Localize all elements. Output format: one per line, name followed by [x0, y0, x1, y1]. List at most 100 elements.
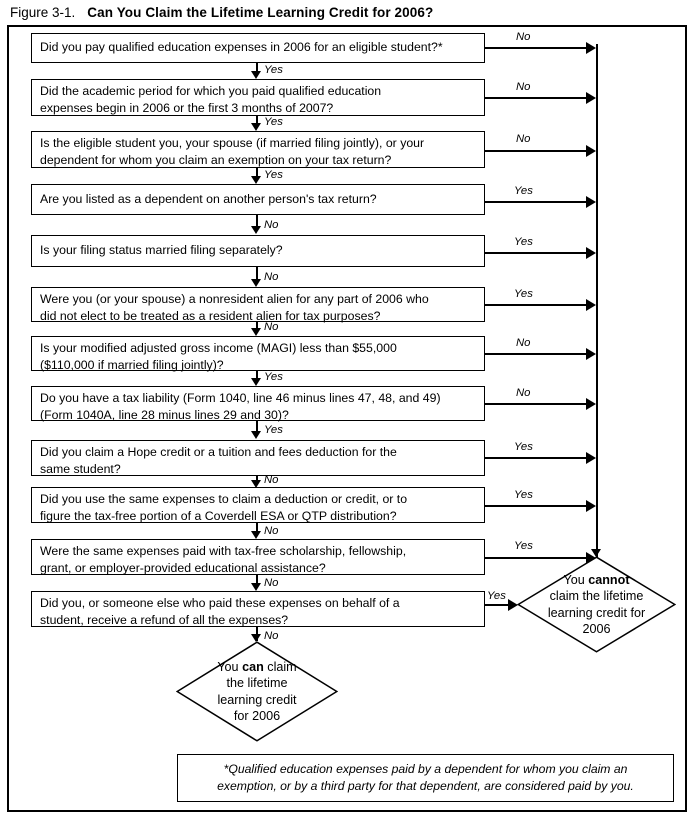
decision-box-q10[interactable]: Did you use the same expenses to claim a… [31, 487, 485, 523]
label-q2-branch: No [516, 81, 531, 93]
label-q12-branch: Yes [487, 590, 506, 602]
decision-box-q12[interactable]: Did you, or someone else who paid these … [31, 591, 485, 627]
branch-line-q4 [485, 201, 589, 203]
connector-q2-q3 [256, 116, 258, 124]
arrow-right-q1 [586, 41, 596, 54]
label-q5-down: No [264, 271, 279, 283]
label-q1-branch: No [516, 31, 531, 43]
decision-box-q9[interactable]: Did you claim a Hope credit or a tuition… [31, 440, 485, 476]
arrow-down-q1-q2 [251, 71, 261, 79]
connector-q1-q2 [256, 63, 258, 73]
label-q8-branch: No [516, 387, 531, 399]
branch-line-q7 [485, 353, 589, 355]
decision-box-q11[interactable]: Were the same expenses paid with tax-fre… [31, 539, 485, 575]
label-q7-down: Yes [264, 371, 283, 383]
right-trunk-line [596, 44, 598, 558]
decision-box-q5[interactable]: Is your filing status married filing sep… [31, 235, 485, 267]
diamond-shape-can [176, 641, 338, 742]
arrow-down-q2-q3 [251, 123, 261, 131]
arrow-right-q2 [586, 91, 596, 104]
q11-line-1: Were the same expenses paid with tax-fre… [40, 544, 407, 558]
label-q10-branch: Yes [514, 489, 533, 501]
q10-line-2: figure the tax-free portion of a Coverde… [40, 508, 397, 523]
arrow-down-q5-q6 [251, 279, 261, 287]
q2-line-1: Did the academic period for which you pa… [40, 84, 382, 98]
q5-line-1: Is your filing status married filing sep… [40, 243, 283, 257]
decision-box-q3[interactable]: Is the eligible student you, your spouse… [31, 131, 485, 168]
connector-q11-q12 [256, 575, 258, 584]
branch-line-q5 [485, 252, 589, 254]
q9-line-2: same student? [40, 461, 121, 476]
q9-line-1: Did you claim a Hope credit or a tuition… [40, 445, 397, 459]
arrow-right-q8 [586, 397, 596, 410]
label-q7-branch: No [516, 337, 531, 349]
q2-line-2: expenses begin in 2006 or the first 3 mo… [40, 100, 334, 115]
label-q12-down: No [264, 630, 279, 642]
label-q6-branch: Yes [514, 288, 533, 300]
decision-box-q8[interactable]: Do you have a tax liability (Form 1040, … [31, 386, 485, 422]
arrow-right-q5 [586, 246, 596, 259]
footnote-line-1: *Qualified education expenses paid by a … [223, 762, 628, 776]
arrow-right-q12 [508, 598, 518, 611]
arrow-down-q7-q8 [251, 378, 261, 386]
footnote-line-2: exemption, or by a third party for that … [217, 779, 634, 793]
decision-box-q4[interactable]: Are you listed as a dependent on another… [31, 184, 485, 215]
decision-box-q7[interactable]: Is your modified adjusted gross income (… [31, 336, 485, 372]
figure-number: Figure 3-1. [10, 5, 76, 20]
connector-q5-q6 [256, 267, 258, 280]
q1-line-1: Did you pay qualified education expenses… [40, 40, 443, 54]
label-q8-down: Yes [264, 424, 283, 436]
arrow-right-q6 [586, 298, 596, 311]
decision-box-q6[interactable]: Were you (or your spouse) a nonresident … [31, 287, 485, 323]
q6-line-2: did not elect to be treated as a residen… [40, 308, 381, 323]
branch-line-q9 [485, 457, 589, 459]
q7-line-1: Is your modified adjusted gross income (… [40, 341, 397, 355]
q3-line-2: dependent for whom you claim an exemptio… [40, 152, 392, 167]
label-q5-branch: Yes [514, 236, 533, 248]
label-q1-down: Yes [264, 64, 283, 76]
label-q9-down: No [264, 474, 279, 486]
branch-line-q10 [485, 505, 589, 507]
arrow-down-q10-q11 [251, 531, 261, 539]
arrow-down-q6-q7 [251, 328, 261, 336]
connector-q9-q10 [256, 476, 258, 482]
branch-line-q8 [485, 403, 589, 405]
label-q4-down: No [264, 219, 279, 231]
label-q6-down: No [264, 321, 279, 333]
footnote-box: *Qualified education expenses paid by a … [177, 754, 674, 802]
q3-line-1: Is the eligible student you, your spouse… [40, 136, 425, 150]
arrow-down-q4-q5 [251, 226, 261, 234]
arrow-right-q11 [586, 551, 596, 564]
decision-box-q1[interactable]: Did you pay qualified education expenses… [31, 33, 485, 63]
connector-q7-q8 [256, 371, 258, 379]
arrow-down-q11-q12 [251, 583, 261, 591]
q7-line-2: ($110,000 if married filing jointly)? [40, 357, 224, 372]
page-title: Figure 3-1. Can You Claim the Lifetime Le… [10, 4, 680, 24]
q12-line-1: Did you, or someone else who paid these … [40, 596, 400, 610]
figure-heading: Can You Claim the Lifetime Learning Cred… [87, 5, 434, 20]
label-q2-down: Yes [264, 116, 283, 128]
q8-line-1: Do you have a tax liability (Form 1040, … [40, 391, 441, 405]
arrow-right-q9 [586, 451, 596, 464]
arrow-right-q3 [586, 144, 596, 157]
connector-q4-q5 [256, 215, 258, 227]
branch-line-q11 [485, 557, 589, 559]
label-q3-branch: No [516, 133, 531, 145]
arrow-right-q4 [586, 195, 596, 208]
branch-line-q1 [485, 47, 589, 49]
label-q9-branch: Yes [514, 441, 533, 453]
branch-line-q2 [485, 97, 589, 99]
diamond-shape-cannot [517, 556, 676, 653]
label-q3-down: Yes [264, 169, 283, 181]
branch-line-q12 [485, 604, 512, 606]
arrow-down-q9-q10 [251, 480, 261, 488]
q6-line-1: Were you (or your spouse) a nonresident … [40, 292, 429, 306]
arrow-right-q7 [586, 347, 596, 360]
arrow-right-q10 [586, 499, 596, 512]
q8-line-2: (Form 1040A, line 28 minus lines 29 and … [40, 407, 289, 422]
decision-box-q2[interactable]: Did the academic period for which you pa… [31, 79, 485, 116]
outcome-cannot: You cannot claim the lifetime learning c… [517, 556, 676, 653]
connector-q6-q7 [256, 322, 258, 329]
label-q11-down: No [264, 577, 279, 589]
